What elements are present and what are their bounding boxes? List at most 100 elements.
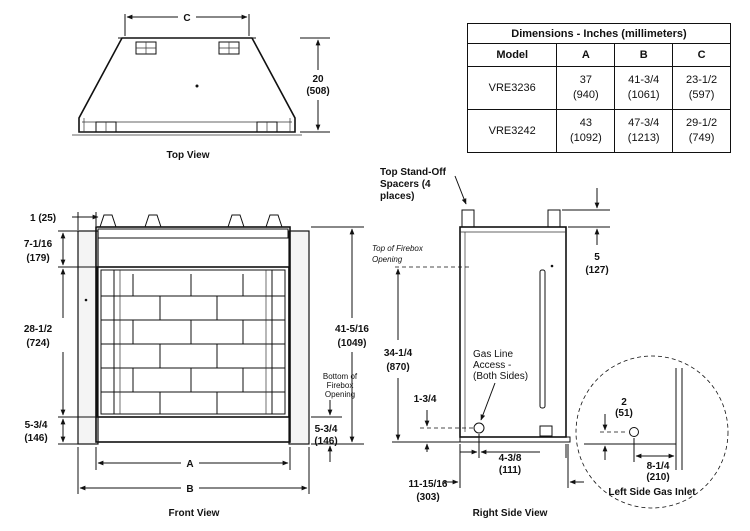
side-standoff-1: Top Stand-Off [380,167,447,178]
side-depth-mm: (303) [416,492,439,503]
side-body [459,226,567,438]
side-view-caption: Right Side View [473,508,548,519]
cell-model: VRE3242 [466,109,558,153]
col-a: A [556,43,616,67]
top-depth-value: 20 [312,74,324,85]
top-view-caption: Top View [167,150,210,161]
top-vent-3 [95,121,117,133]
table-row: VRE3236 37(940) 41-3/4(1061) 23-1/2(597) [466,66,731,110]
side-gas-d-value: 4-3/8 [499,453,522,464]
side-opening-value: 34-1/4 [384,348,413,359]
top-vent-2 [218,41,240,55]
gas-inlet-detail: 2 (51) 8-1/4 (210) Left Side Gas Inlet [575,355,729,509]
cell-a: 37 (940) [556,66,616,110]
top-view: C 20 (508) Top View [72,13,330,161]
side-gas-leader [480,382,496,421]
gas-inlet-caption: Left Side Gas Inlet [608,487,696,498]
front-bump-1 [99,214,117,228]
side-gas-1: Gas Line [473,349,513,360]
front-view-caption: Front View [169,508,220,519]
cell-a-in: 37 [579,74,592,86]
front-top-band [97,228,289,239]
top-vent-1 [135,41,157,55]
front-side-left [77,230,99,445]
side-gas-hole [473,422,485,434]
side-standoff-3: places) [380,191,414,202]
side-slot [539,269,546,409]
front-botgap-mm: (146) [24,433,47,444]
cell-a-mm: (1092) [569,132,602,144]
front-bricks [101,270,285,414]
side-standoff-1-block [461,209,475,228]
dimensions-table: Dimensions - Inches (millimeters) Model … [466,23,731,153]
cell-a: 43 (1092) [556,109,616,153]
front-botgap-value: 5-3/4 [25,420,48,431]
cell-c-in: 29-1/2 [685,117,718,129]
cell-b-mm: (1061) [627,89,660,101]
side-gas-h-value: 1-3/4 [414,394,437,405]
side-top-firebox-2: Opening [372,255,403,264]
side-box [539,425,553,437]
side-top-firebox-1: Top of Firebox [372,244,424,253]
side-5-mm: (127) [585,265,608,276]
side-gas-3: (Both Sides) [473,371,528,382]
cell-c-mm: (749) [688,132,715,144]
front-screw [84,298,88,302]
side-standoff-leader [454,175,467,205]
table-header-row: Model A B C [466,43,731,67]
side-gas-2: Access - [473,360,511,371]
table-title-row: Dimensions - Inches (millimeters) [467,23,731,44]
front-view: 1 (25) 7-1/16 (179) 28-1/2 (724) 5-3/4 (… [24,212,369,519]
front-opening [96,266,290,418]
cell-b: 47-3/4 (1213) [614,109,674,153]
front-bottom-firebox-2: Firebox [327,381,354,390]
cell-a-mm: (940) [572,89,599,101]
cell-c-mm: (597) [688,89,715,101]
cell-c: 23-1/2 (597) [672,66,731,110]
front-opening-value: 28-1/2 [24,324,53,335]
front-bump-3 [227,214,245,228]
front-side-right [288,230,310,445]
front-opening-mm: (724) [26,338,49,349]
gas-inlet-d-value: 8-1/4 [647,461,670,472]
top-depth-mm: (508) [306,86,329,97]
col-c: C [672,43,731,67]
front-total-mm: (1049) [338,338,367,349]
side-gas-d-mm: (111) [499,465,521,476]
gas-inlet-h-mm: (51) [615,408,633,419]
front-bottom-firebox-1: Bottom of [323,372,358,381]
gas-inlet-hole [629,427,639,437]
front-topgap-mm: (179) [26,253,49,264]
side-standoff-2: Spacers (4 [380,179,431,190]
cell-a-in: 43 [579,117,592,129]
front-frame [95,226,291,443]
side-standoff-2-block [547,209,561,228]
front-bump-4 [265,214,283,228]
col-model: Model [466,43,558,67]
side-5-value: 5 [594,252,600,263]
cell-b-mm: (1213) [627,132,660,144]
gas-inlet-circle [575,355,729,509]
side-screw [550,264,554,268]
side-depth-value: 11-15/16 [409,479,448,490]
gas-inlet-h-value: 2 [621,397,627,408]
side-view: Top Stand-Off Spacers (4 places) Top of … [372,167,610,519]
front-a-label: A [186,459,193,470]
side-base [459,436,571,443]
top-vent-4 [256,121,278,133]
front-bump-2 [144,214,162,228]
front-total-value: 41-5/16 [335,324,369,335]
front-botr-value: 5-3/4 [315,424,338,435]
cell-b-in: 47-3/4 [628,117,660,129]
top-center-dot [195,84,199,88]
front-bottom-firebox-3: Opening [325,390,355,399]
front-topgap-value: 7-1/16 [24,239,53,250]
table-row: VRE3242 43 (1092) 47-3/4 (1213) 29-1/2 (749… [466,109,731,153]
front-botr-mm: (146) [314,436,337,447]
front-opening-inner [100,269,286,415]
cell-b: 41-3/4 (1061) [614,66,674,110]
cell-b-in: 41-3/4 [628,74,660,86]
cell-c-in: 23-1/2 [685,74,718,86]
top-c-label: C [183,13,190,24]
